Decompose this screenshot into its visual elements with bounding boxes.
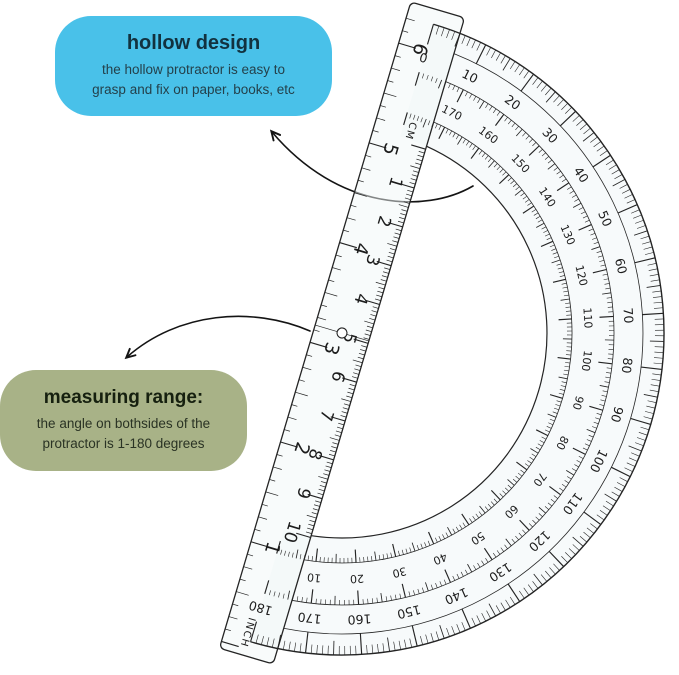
callout-body-line: the angle on bothsides of the <box>36 416 211 432</box>
center-hole <box>336 327 348 339</box>
degree-label-outer: 170 <box>297 609 322 627</box>
scale-baseline-arc <box>283 53 644 635</box>
inch-scale-ticks <box>221 17 417 648</box>
callout-title: hollow design <box>126 32 261 55</box>
degree-label-outer: 60 <box>612 257 630 276</box>
degree-label-inner: 100 <box>579 350 594 372</box>
inch-number: 4 <box>348 240 373 258</box>
degree-label-outer: 160 <box>347 611 372 627</box>
degree-ticks <box>249 24 664 655</box>
callout-body-line: the hollow protractor is easy to <box>101 62 286 78</box>
degree-label-outer: 40 <box>571 164 592 186</box>
degree-label-inner: 10 <box>306 570 321 585</box>
degree-label-inner: 80 <box>553 434 571 452</box>
degree-label-outer: 90 <box>608 405 627 425</box>
degree-label-outer: 50 <box>595 208 615 229</box>
protractor-annulus-fill <box>250 24 664 655</box>
degree-label-inner: 20 <box>350 572 365 586</box>
hollow-edge-arc <box>311 145 548 539</box>
degree-label-outer: 80 <box>619 357 636 375</box>
callout-body-line: protractor is 1-180 degrees <box>42 436 205 451</box>
degree-label-inner: 90 <box>570 394 586 411</box>
degree-label-inner: 30 <box>391 564 408 580</box>
callout-title: measuring range: <box>43 387 204 409</box>
inch-number: 5 <box>378 140 403 158</box>
degree-label-outer: 150 <box>396 602 423 622</box>
degree-label-inner: 110 <box>580 307 594 329</box>
degree-labels-outer: 0102030405060708090100110120130140150160… <box>247 49 637 627</box>
inch-number: 1 <box>260 539 285 557</box>
protractor-group: 0102030405060708090100110120130140150160… <box>220 2 665 664</box>
degree-label-outer: 180 <box>247 598 274 619</box>
callout-measuring-range: measuring range: the angle on bothsides … <box>0 370 247 471</box>
inch-number: 3 <box>319 340 344 358</box>
inch-number: 6 <box>407 40 432 58</box>
degree-label-inner: 120 <box>572 264 590 287</box>
inch-number: 2 <box>289 439 314 457</box>
degree-label-outer: 70 <box>620 307 636 324</box>
arrow-to-range-callout <box>124 315 311 360</box>
degree-label-inner: 40 <box>431 550 449 568</box>
cm-scale-ticks <box>296 144 426 539</box>
degree-label-inner: 50 <box>468 529 487 548</box>
degree-label-outer: 10 <box>460 66 481 87</box>
callout-body-line: grasp and fix on paper, books, etc <box>92 82 295 97</box>
degree-label-outer: 0 <box>418 49 430 66</box>
callout-hollow-design: hollow design the hollow protractor is e… <box>55 16 332 116</box>
cm-unit-label: CM <box>402 121 418 142</box>
